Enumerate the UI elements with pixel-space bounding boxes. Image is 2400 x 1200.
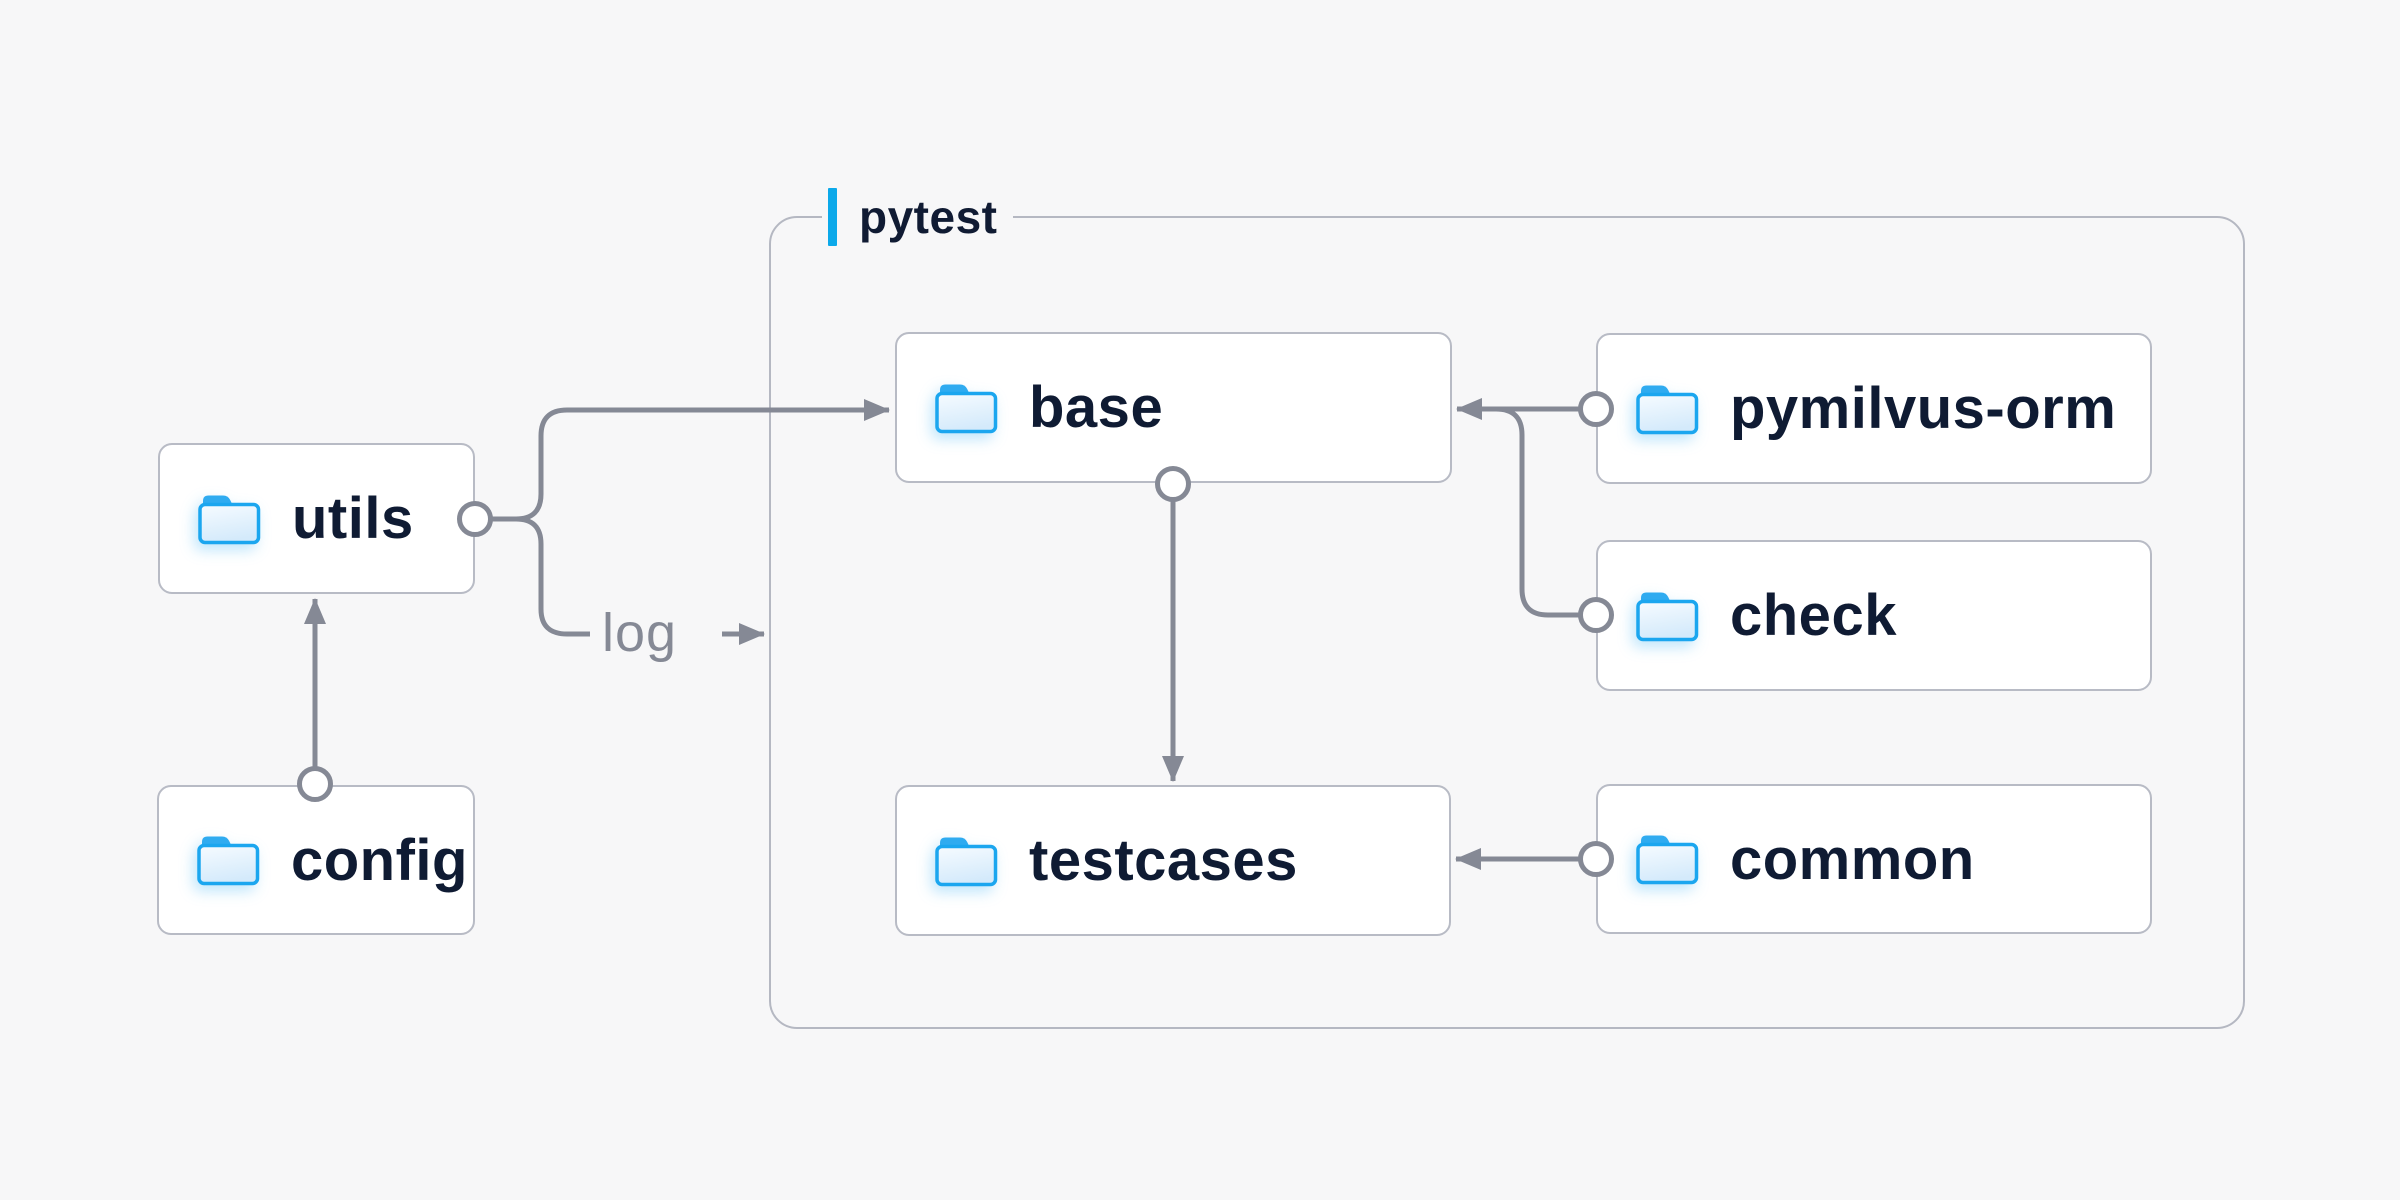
group-pytest (769, 216, 2245, 1029)
node-config: config (157, 785, 475, 935)
accent-bar (828, 188, 837, 246)
node-label: config (291, 827, 468, 893)
node-label: common (1730, 826, 1975, 892)
node-utils: utils (158, 443, 475, 594)
group-pytest-label: pytest (822, 184, 1014, 250)
folder-icon (1636, 835, 1699, 885)
node-pymilvus-orm: pymilvus-orm (1596, 333, 2152, 484)
node-common: common (1596, 784, 2152, 934)
folder-icon (1636, 385, 1699, 434)
node-label: pymilvus-orm (1730, 376, 2117, 441)
group-title: pytest (859, 191, 998, 243)
node-label: check (1730, 583, 1897, 648)
folder-icon (935, 837, 998, 886)
folder-icon (197, 836, 260, 886)
folder-icon (1636, 592, 1699, 641)
node-check: check (1596, 540, 2152, 691)
folder-icon (198, 495, 261, 544)
node-base: base (895, 332, 1452, 483)
node-label: base (1029, 375, 1164, 440)
edge-utils-log (515, 516, 590, 637)
node-testcases: testcases (895, 785, 1451, 936)
edge-label-log: log (602, 603, 678, 663)
folder-icon (935, 384, 998, 433)
node-label: testcases (1029, 828, 1298, 893)
node-label: utils (292, 486, 414, 551)
